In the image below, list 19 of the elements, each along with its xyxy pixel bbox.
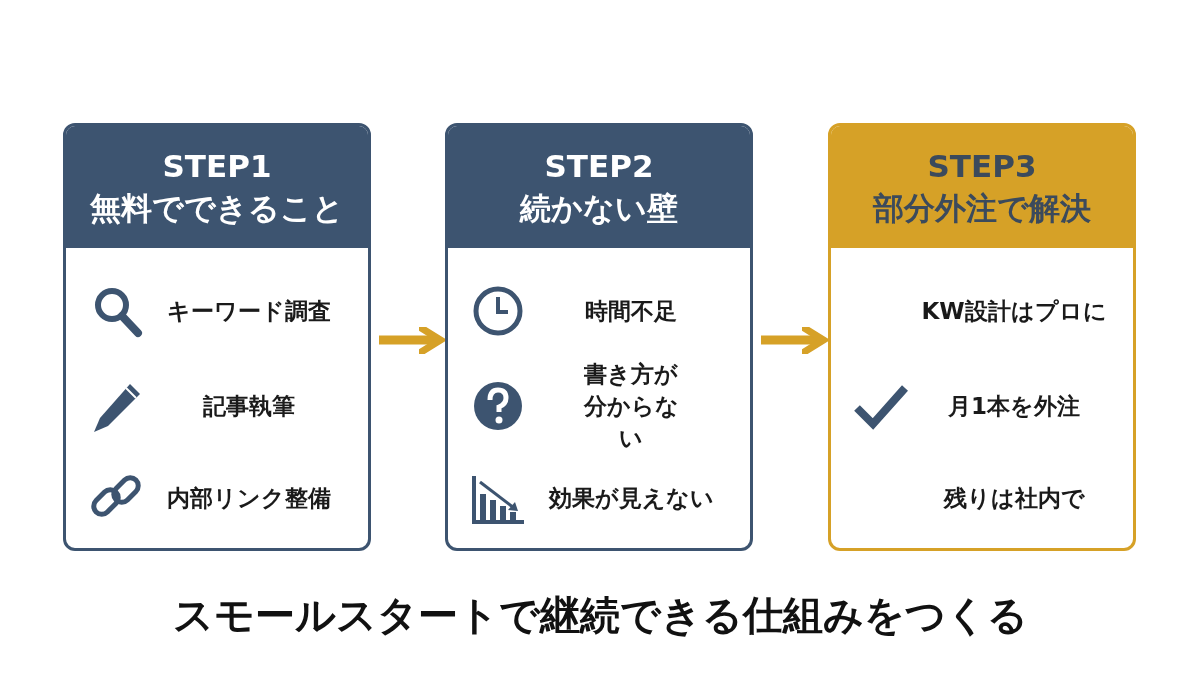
- item-label: 効果が見えない: [548, 484, 714, 513]
- step-title: 続かない壁: [520, 189, 678, 228]
- step-label: STEP3: [927, 147, 1037, 186]
- item-label: 時間不足: [585, 297, 677, 326]
- step-card: [445, 123, 753, 551]
- caption: スモールスタートで継続できる仕組みをつくる: [171, 591, 1029, 640]
- step-card: [63, 123, 371, 551]
- item-label: キーワード調査: [167, 297, 331, 326]
- item-label: 月1本を外注: [948, 392, 1080, 421]
- item-label: KW設計はプロに: [921, 297, 1107, 326]
- step-label: STEP2: [544, 147, 654, 186]
- item-label: 記事執筆: [203, 392, 295, 421]
- step-label: STEP1: [162, 147, 272, 186]
- step-card: [828, 123, 1136, 551]
- item-label: 書き方が分からない: [582, 360, 680, 453]
- item-label: 内部リンク整備: [167, 484, 331, 513]
- step-title: 無料でできること: [90, 189, 344, 228]
- step-title: 部分外注で解決: [873, 189, 1091, 228]
- item-label: 残りは社内で: [943, 484, 1085, 513]
